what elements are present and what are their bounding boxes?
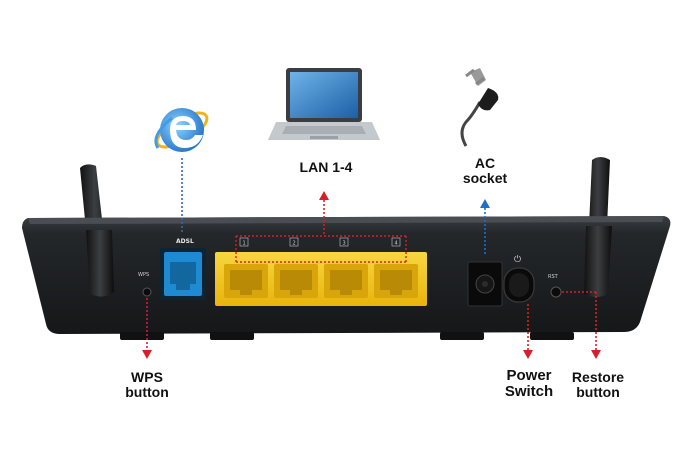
restore-label-line2: button (576, 383, 620, 400)
power-switch-label: Power Switch (494, 368, 564, 400)
lan-label-text: LAN 1-4 (299, 159, 353, 175)
power-icon-label: ⏻ (514, 254, 521, 265)
power-arrow (523, 304, 533, 359)
ac-arrow (480, 199, 490, 256)
antenna-right-base (584, 226, 612, 297)
restore-arrow (562, 291, 601, 359)
wps-panel-label: WPS (138, 272, 149, 278)
adsl-panel-label: ADSL (176, 238, 194, 245)
restore-button[interactable] (550, 286, 562, 298)
wps-label-line2: button (125, 383, 169, 400)
wps-button[interactable] (142, 287, 152, 297)
restore-label-line1: Restore (571, 369, 625, 385)
adsl-port[interactable] (160, 248, 206, 300)
power-switch[interactable] (503, 267, 535, 303)
lan-port[interactable] (324, 264, 368, 298)
lan-number: 4 (395, 241, 398, 247)
wps-arrow (142, 298, 152, 359)
laptop-icon (268, 68, 380, 140)
lan-port[interactable] (274, 264, 318, 298)
lan-label: LAN 1-4 (296, 160, 356, 175)
internet-explorer-icon (154, 108, 209, 152)
lan-number-badges: 1 2 3 4 (239, 237, 401, 247)
ac-label-line2: socket (462, 169, 508, 186)
wps-label: WPS button (110, 370, 184, 399)
power-label-line1: Power (506, 367, 552, 384)
lan-arrow (235, 191, 407, 263)
lan-number: 3 (343, 241, 346, 247)
power-label-line2: Switch (504, 382, 554, 400)
lan-number: 2 (293, 241, 296, 247)
power-plug-icon (460, 68, 499, 147)
lan-number: 1 (243, 241, 246, 247)
wps-label-line1: WPS (131, 369, 163, 385)
restore-panel-label: RST (548, 274, 559, 280)
ac-socket-label: AC socket (450, 156, 520, 185)
antenna-left-base (86, 230, 114, 297)
lan-port[interactable] (374, 264, 418, 298)
ac-socket[interactable] (467, 261, 503, 307)
restore-label: Restore button (560, 370, 636, 399)
ac-label-line1: AC (474, 155, 496, 171)
router-body (22, 216, 671, 340)
lan-port[interactable] (224, 264, 268, 298)
